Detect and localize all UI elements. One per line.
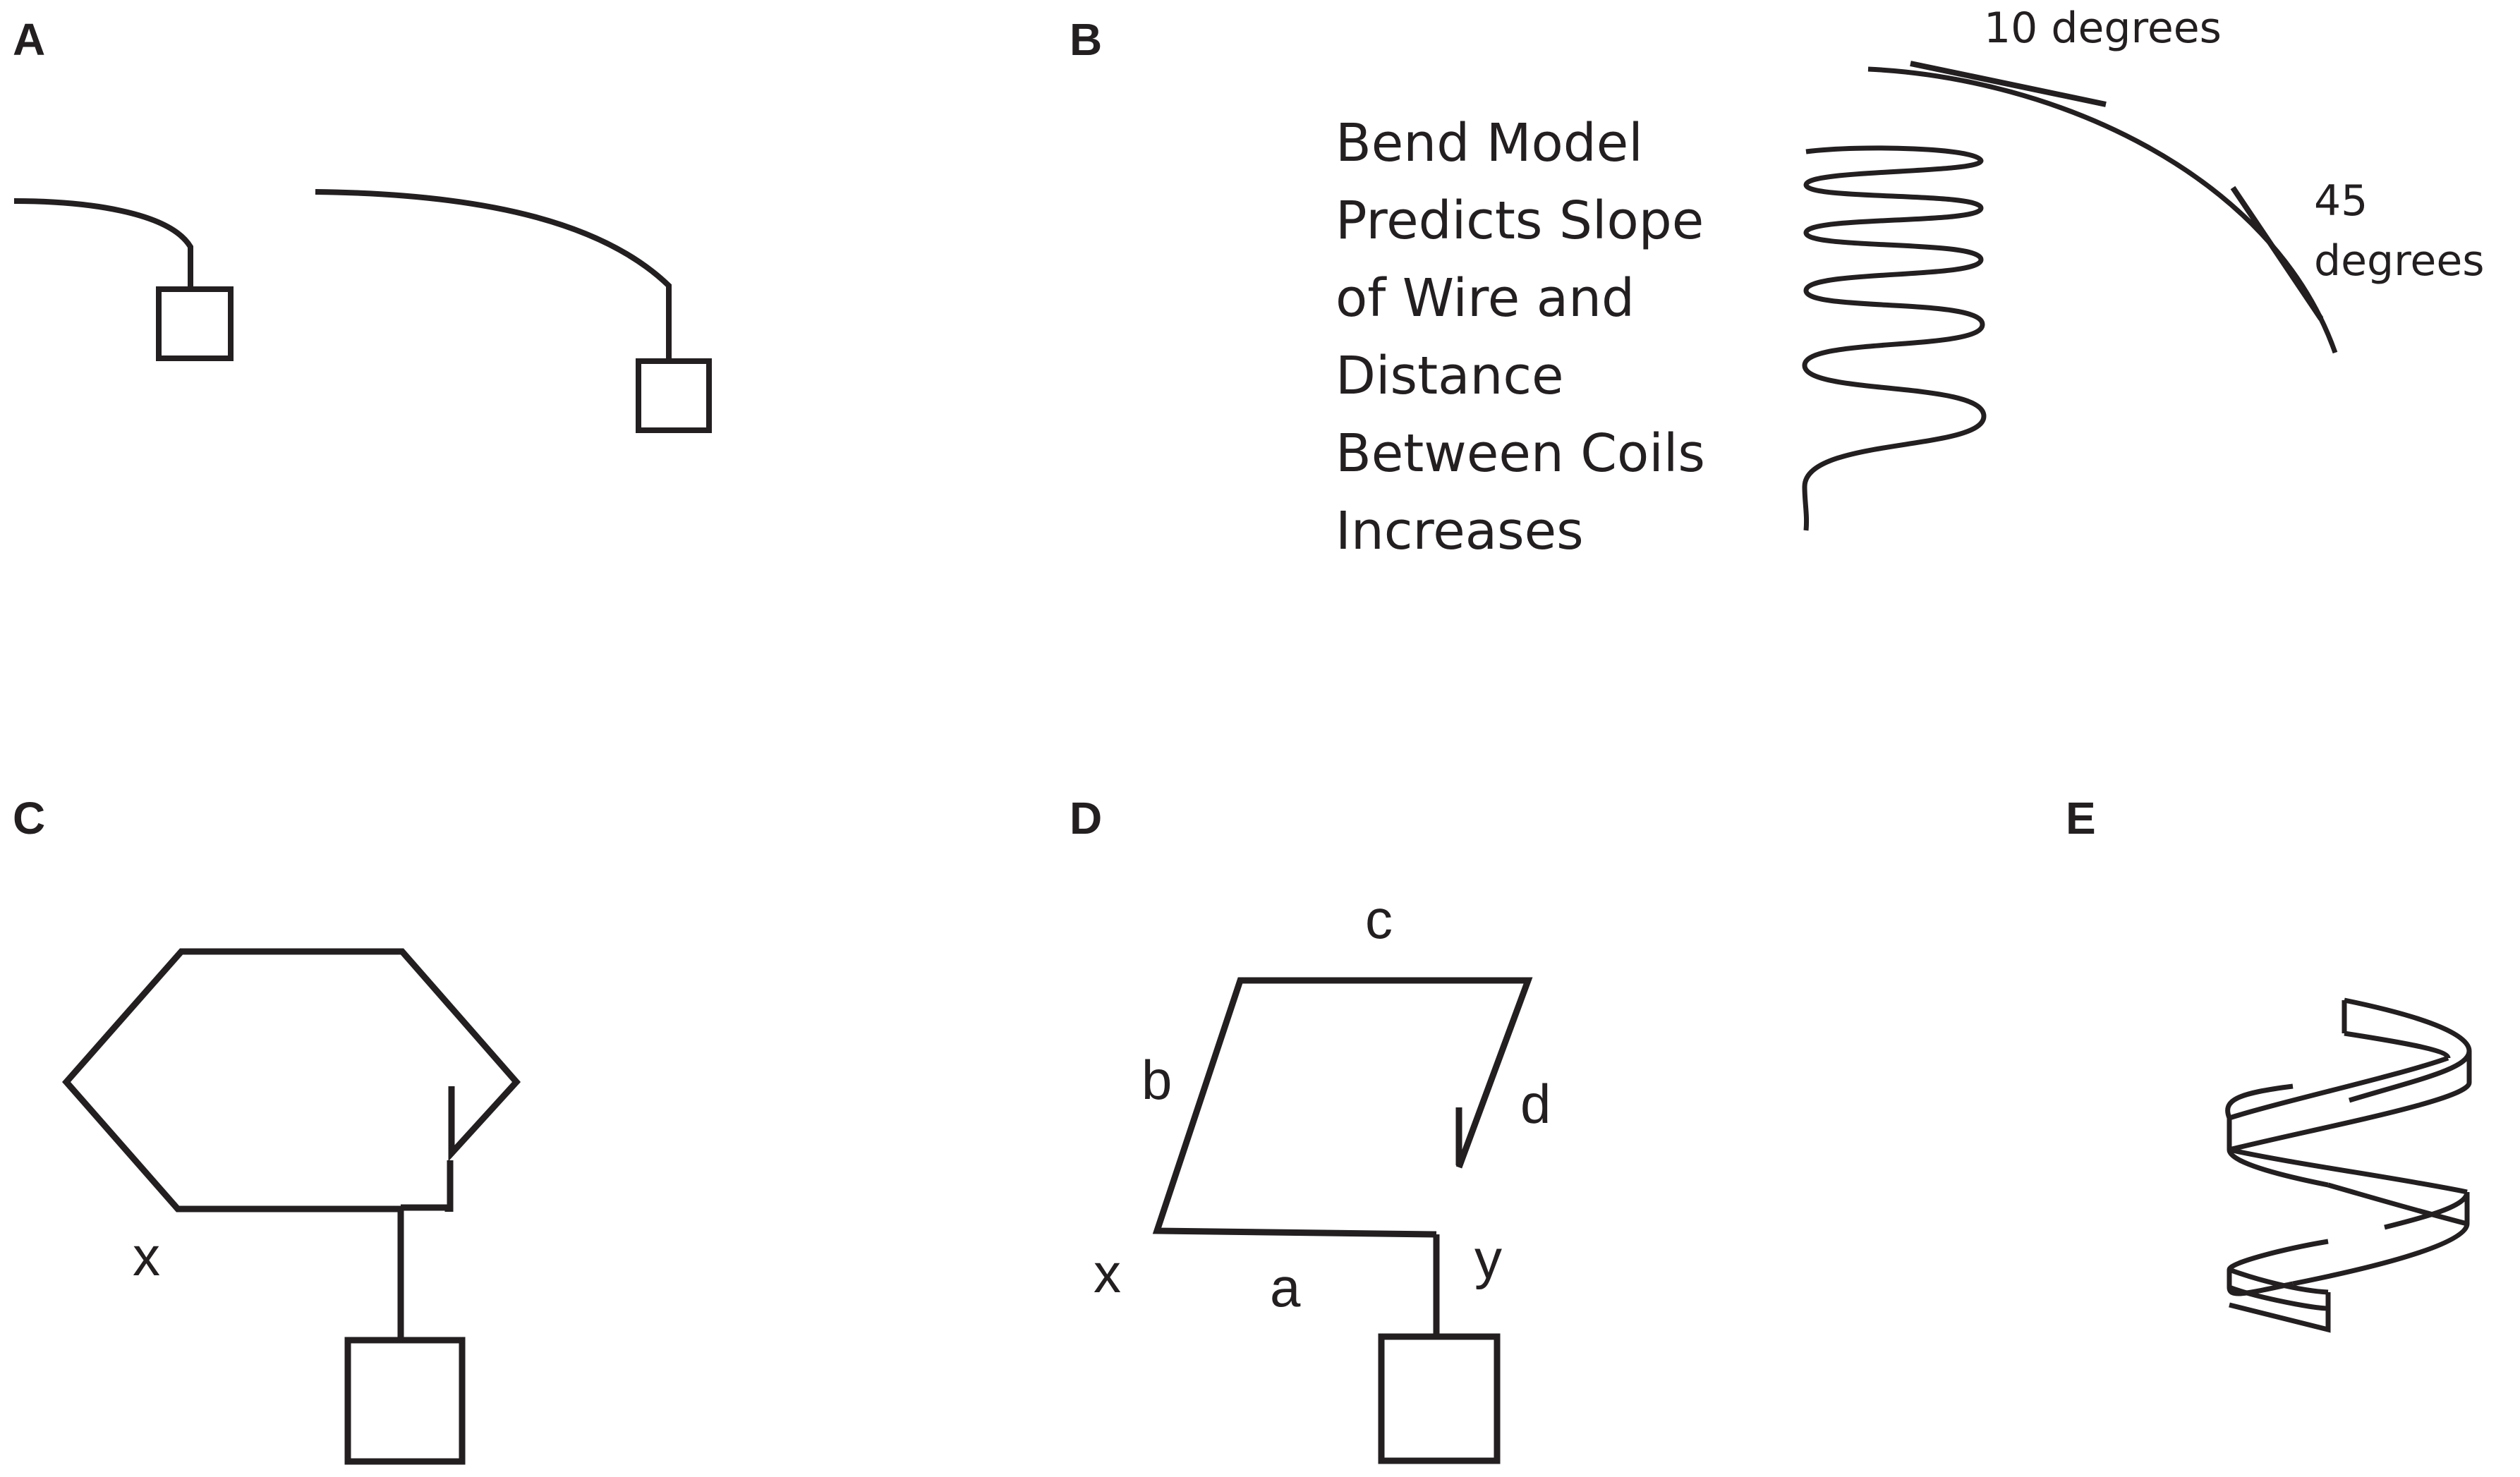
panel-c-weight [344,1337,466,1465]
panel-b-text-line-5: Between Coils [1335,423,1705,484]
panel-b-angle-45-label-line-2: degrees [2314,236,2485,286]
panel-e-ribbon-strand-3 [2225,1083,2329,1188]
panel-e-ribbon-strand-4 [2229,1147,2468,1227]
panel-d-label-d: d [1520,1073,1551,1135]
panel-d-label-c: c [1365,888,1393,950]
panel-b-text-line-4: Distance [1335,346,1564,406]
panel-d-label-a: a [1270,1256,1301,1318]
panel-d-wire-parallelogram [1152,977,1533,1238]
panel-b-text-line-1: Bend Model [1335,113,1643,174]
panel-c-label-x: x [133,1225,160,1287]
panel-b-coil-spring [1802,145,1987,531]
panel-d-label-b: b [1141,1049,1172,1111]
panel-e-ribbon-strand-5 [2292,1191,2470,1287]
panel-e-ribbon-bottom-end [2229,1292,2331,1333]
panel-b-text-line-2: Predicts Slope [1335,190,1704,251]
panel-a-small-weight [156,286,234,361]
panel-b-tangent-10 [1910,61,2107,107]
panel-b-angle-10-label: 10 degrees [1984,4,2222,53]
panel-b-tangent-45 [2230,186,2324,321]
panel-c: C x [13,793,521,1465]
panel-e-ribbon-strand-2 [2228,1051,2472,1153]
panel-e-ribbon-helix [2225,997,2472,1333]
panel-b-text-line-6: Increases [1335,501,1584,561]
panel-e-letter: E [2066,793,2096,844]
panel-a-long-wire [315,189,672,361]
panel-b: B Bend Model Predicts Slope of Wire and … [1070,4,2485,561]
panel-d-label-x: x [1094,1242,1121,1304]
panel-e-ribbon-strand-6 [2227,1239,2329,1311]
panel-e: E [2066,793,2472,1333]
panel-e-ribbon-strand-1 [2344,997,2472,1103]
panel-d-label-y: y [1474,1228,1502,1290]
panel-a: A [13,14,712,433]
panel-d: D c b d x a y [1070,793,1551,1464]
panel-c-letter: C [13,793,45,844]
panel-c-wire-hexagon [62,948,521,1212]
panel-b-letter: B [1070,14,1102,65]
panel-a-letter: A [13,14,45,65]
panel-a-short-wire [13,198,193,289]
panel-d-letter: D [1070,793,1102,844]
panel-b-angle-45-label-line-1: 45 [2314,176,2368,226]
panel-b-text-line-3: of Wire and [1335,268,1635,329]
panel-d-weight [1378,1333,1501,1464]
panel-a-weight [636,358,712,433]
